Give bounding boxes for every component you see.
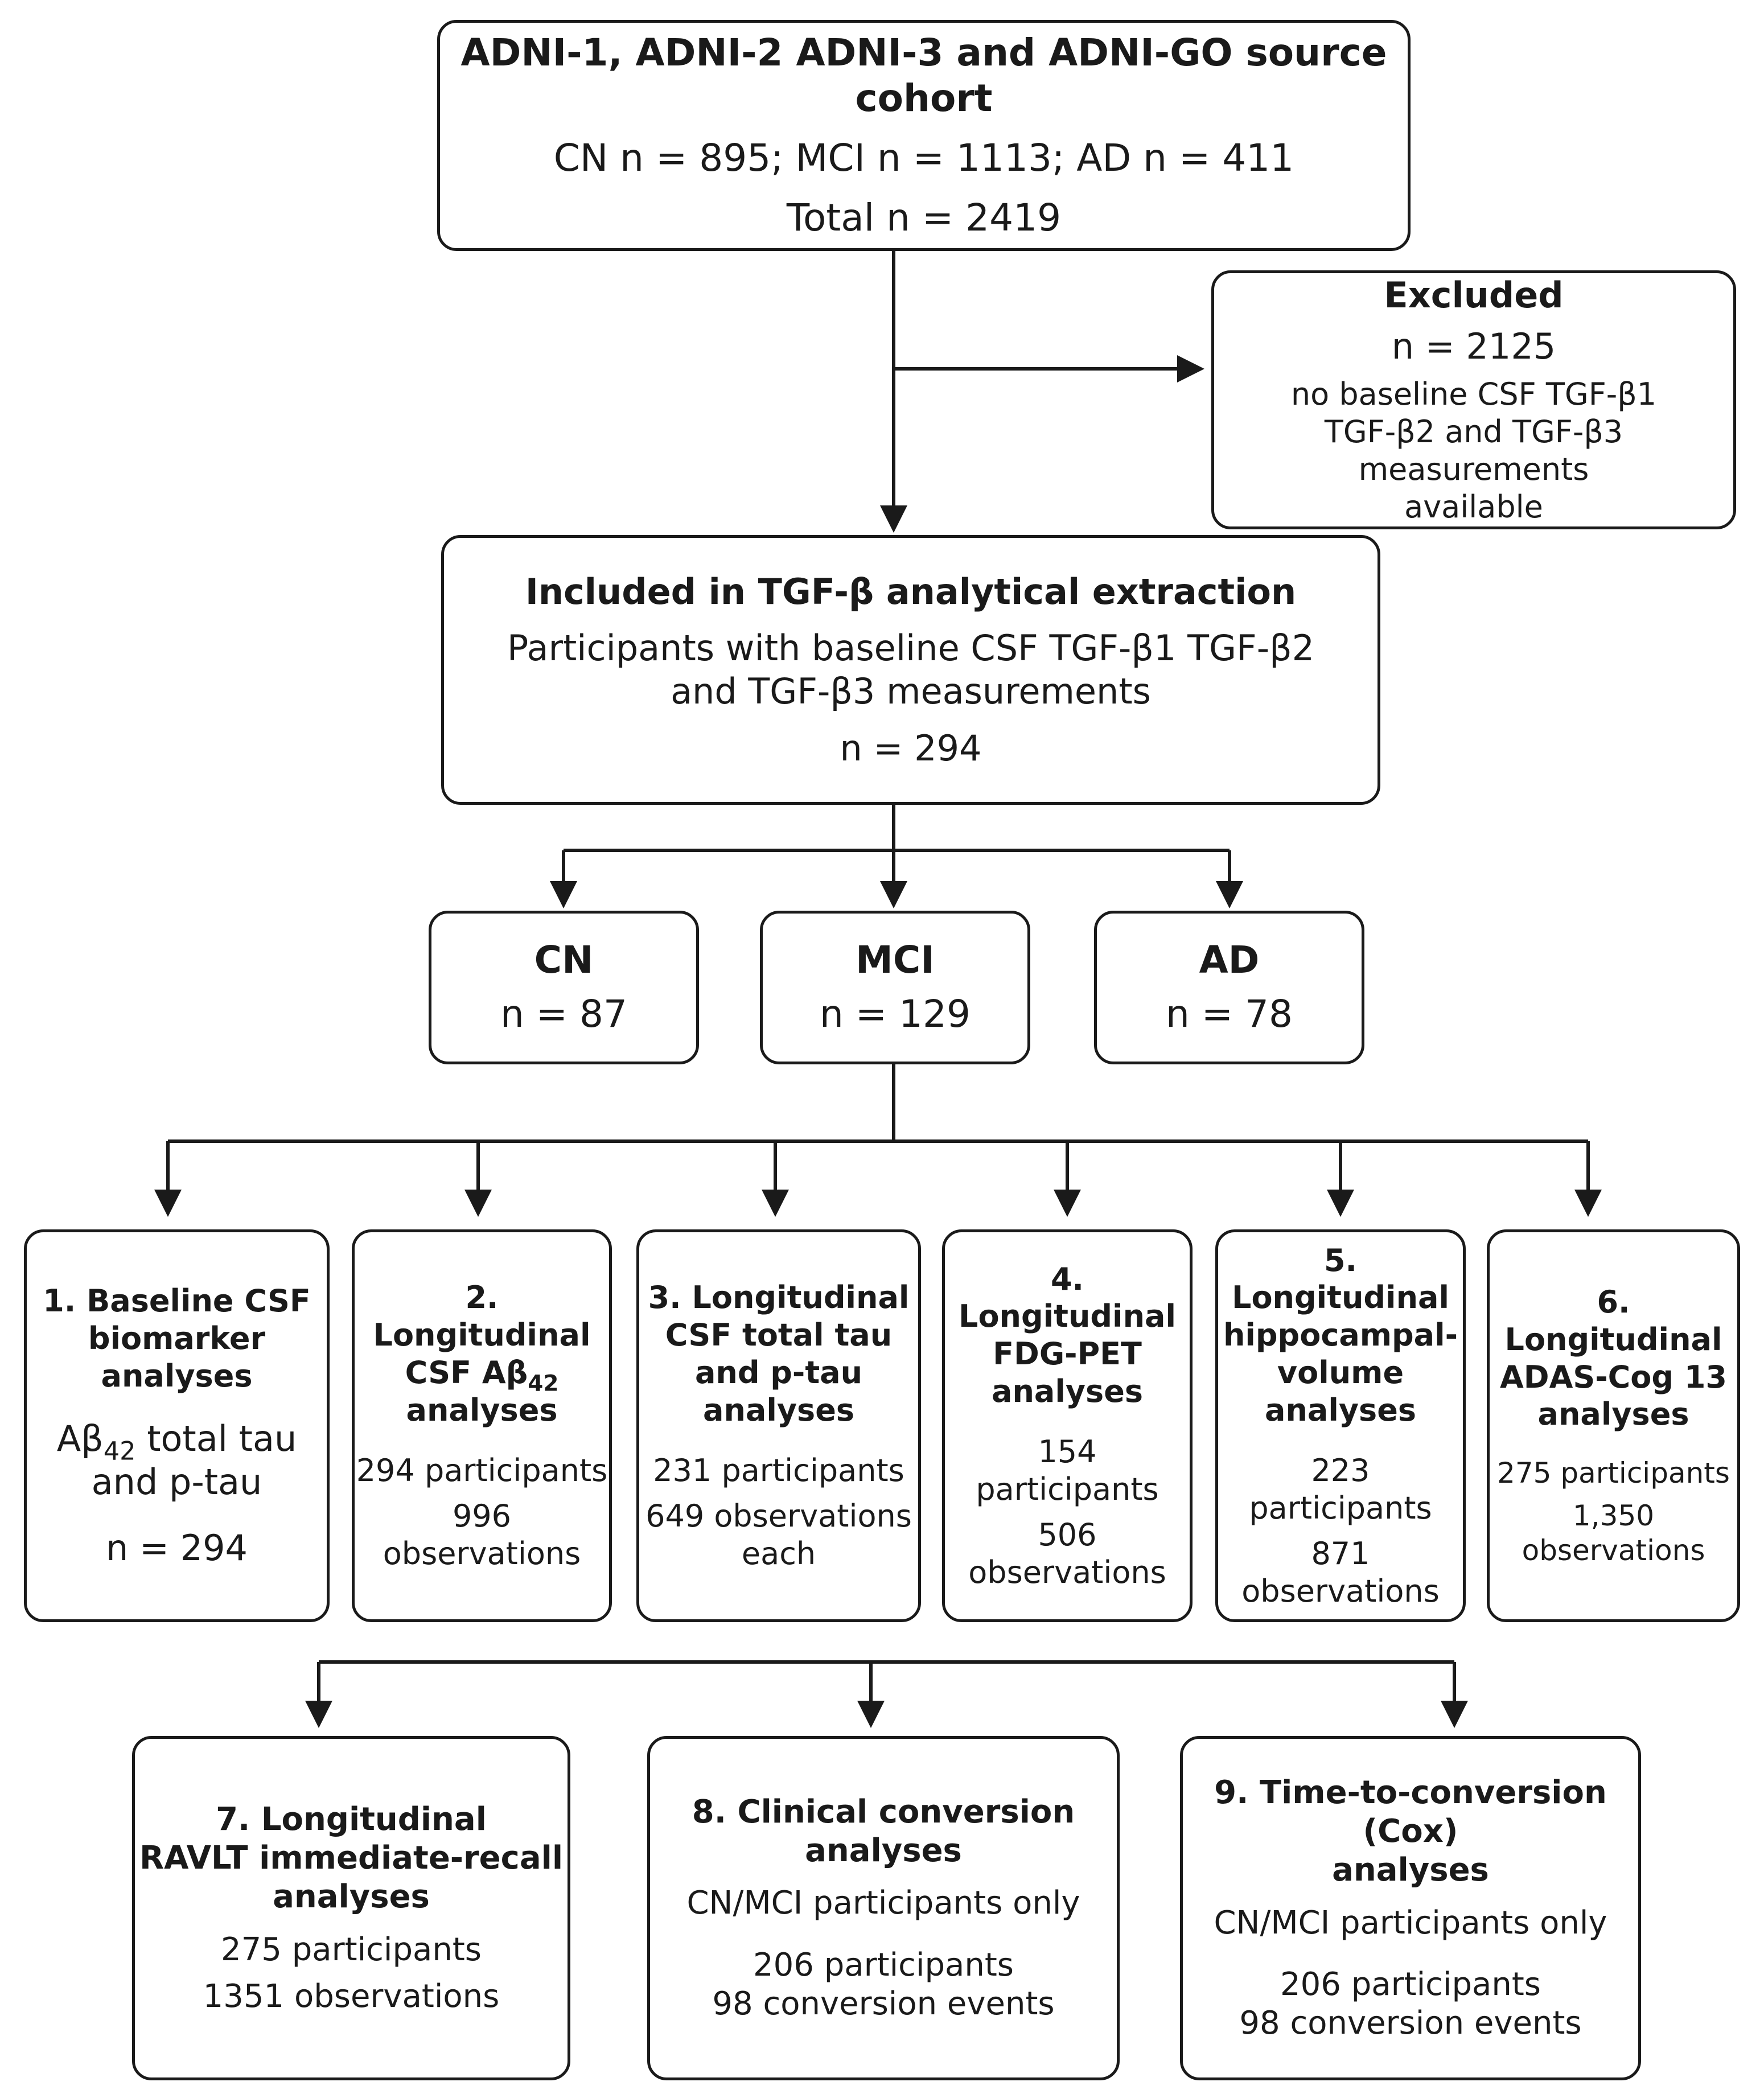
included-title: Included in TGF-β analytical extraction — [525, 570, 1297, 612]
analysis-2-title-2: CSF Aβ42 — [405, 1355, 559, 1397]
analysis-7-box: 7. Longitudinal RAVLT immediate-recall a… — [132, 1736, 570, 2080]
analysis-6-title-1: 6. Longitudinal — [1504, 1283, 1722, 1357]
analysis-2-title-1: 2. Longitudinal — [373, 1280, 591, 1354]
analysis-3-box: 3. Longitudinal CSF total tau and p-tau … — [636, 1229, 921, 1622]
analysis-4-participants: 154 participants — [976, 1434, 1159, 1507]
group-mci-box: MCI n = 129 — [760, 911, 1030, 1064]
analysis-1-line-1: Aβ42 total tau — [56, 1418, 297, 1466]
analysis-2-participants: 294 participants — [356, 1452, 608, 1488]
analysis-3-observations-2: each — [741, 1535, 816, 1571]
analysis-8-title-2: analyses — [805, 1832, 962, 1870]
excluded-reason-1: no baseline CSF TGF-β1 — [1290, 376, 1657, 413]
source-groups: CN n = 895; MCI n = 1113; AD n = 411 — [553, 136, 1294, 180]
excluded-reason-3: available — [1404, 489, 1543, 525]
analysis-6-title-3: analyses — [1537, 1396, 1689, 1433]
included-desc-1: Participants with baseline CSF TGF-β1 TG… — [507, 627, 1315, 669]
source-title: ADNI-1, ADNI-2 ADNI-3 and ADNI-GO source… — [460, 30, 1387, 121]
analysis-9-participants: 206 participants — [1280, 1965, 1541, 2003]
analysis-3-title-1: 3. Longitudinal — [648, 1280, 910, 1316]
analysis-5-observations: 871 observations — [1241, 1535, 1440, 1609]
excluded-box: Excluded n = 2125 no baseline CSF TGF-β1… — [1211, 270, 1736, 529]
analysis-6-box: 6. Longitudinal ADAS-Cog 13 analyses 275… — [1487, 1229, 1740, 1622]
analysis-9-title-1: 9. Time-to-conversion (Cox) — [1214, 1774, 1607, 1850]
analysis-3-title-2: CSF total tau — [665, 1317, 893, 1354]
group-ad-n: n = 78 — [1165, 992, 1293, 1036]
analysis-2-title-3: analyses — [406, 1392, 558, 1429]
source-cohort-box: ADNI-1, ADNI-2 ADNI-3 and ADNI-GO source… — [437, 20, 1411, 251]
included-desc-2: and TGF-β3 measurements — [671, 670, 1151, 712]
analysis-1-line-2: and p-tau — [91, 1461, 262, 1503]
analysis-4-title-2: FDG-PET — [993, 1336, 1142, 1372]
analysis-3-participants: 231 participants — [653, 1452, 904, 1488]
analysis-2-observations: 996 observations — [383, 1498, 581, 1571]
excluded-reason-2: TGF-β2 and TGF-β3 measurements — [1324, 414, 1623, 488]
source-total: Total n = 2419 — [786, 195, 1062, 240]
analysis-5-participants: 223 participants — [1249, 1452, 1432, 1526]
analysis-8-participants: 206 participants — [753, 1946, 1014, 1984]
analysis-4-box: 4. Longitudinal FDG-PET analyses 154 par… — [942, 1229, 1193, 1622]
analysis-5-title-3: volume analyses — [1265, 1355, 1416, 1429]
analysis-9-events: 98 conversion events — [1239, 2005, 1582, 2042]
group-ad-box: AD n = 78 — [1094, 911, 1364, 1064]
group-mci-n: n = 129 — [819, 992, 971, 1036]
analysis-1-title-2: biomarker analyses — [88, 1320, 266, 1394]
analysis-3-observations: 649 observations — [645, 1498, 912, 1534]
analysis-5-title-2: hippocampal- — [1223, 1317, 1458, 1354]
analysis-5-box: 5. Longitudinal hippocampal- volume anal… — [1215, 1229, 1466, 1622]
analysis-6-participants: 275 participants — [1497, 1457, 1730, 1490]
group-cn-box: CN n = 87 — [429, 911, 699, 1064]
analysis-4-title-1: 4. Longitudinal — [959, 1261, 1176, 1335]
group-mci-label: MCI — [856, 938, 935, 982]
group-cn-label: CN — [534, 938, 594, 982]
analysis-8-subset: CN/MCI participants only — [686, 1885, 1080, 1922]
analysis-1-title-1: 1. Baseline CSF — [43, 1282, 311, 1319]
analysis-1-box: 1. Baseline CSF biomarker analyses Aβ42 … — [24, 1229, 330, 1622]
analysis-7-title-2: RAVLT immediate-recall — [139, 1840, 564, 1877]
analysis-3-title-3: and p-tau analyses — [694, 1355, 863, 1429]
group-ad-label: AD — [1199, 938, 1260, 982]
analysis-4-observations: 506 observations — [968, 1516, 1166, 1590]
analysis-2-box: 2. Longitudinal CSF Aβ42 analyses 294 pa… — [352, 1229, 612, 1622]
analysis-9-box: 9. Time-to-conversion (Cox) analyses CN/… — [1180, 1736, 1641, 2080]
analysis-6-title-2: ADAS-Cog 13 — [1499, 1359, 1728, 1395]
analysis-6-observations: 1,350 observations — [1522, 1499, 1705, 1568]
analysis-8-events: 98 conversion events — [712, 1985, 1055, 2022]
analysis-7-participants: 275 participants — [221, 1931, 482, 1968]
analysis-7-title-1: 7. Longitudinal — [216, 1800, 487, 1838]
excluded-title: Excluded — [1384, 274, 1564, 316]
analysis-9-title-2: analyses — [1332, 1852, 1489, 1889]
analysis-8-box: 8. Clinical conversion analyses CN/MCI p… — [647, 1736, 1120, 2080]
analysis-7-title-3: analyses — [273, 1878, 430, 1916]
analysis-4-title-3: analyses — [992, 1373, 1143, 1410]
analysis-8-title-1: 8. Clinical conversion — [692, 1793, 1075, 1830]
analysis-7-observations: 1351 observations — [203, 1977, 500, 2015]
analysis-1-n: n = 294 — [106, 1527, 248, 1569]
group-cn-n: n = 87 — [500, 992, 628, 1036]
analysis-9-subset: CN/MCI participants only — [1214, 1904, 1607, 1941]
excluded-n: n = 2125 — [1391, 325, 1556, 367]
analysis-5-title-1: 5. Longitudinal — [1232, 1242, 1449, 1316]
included-box: Included in TGF-β analytical extraction … — [441, 535, 1380, 805]
included-n: n = 294 — [840, 727, 982, 769]
